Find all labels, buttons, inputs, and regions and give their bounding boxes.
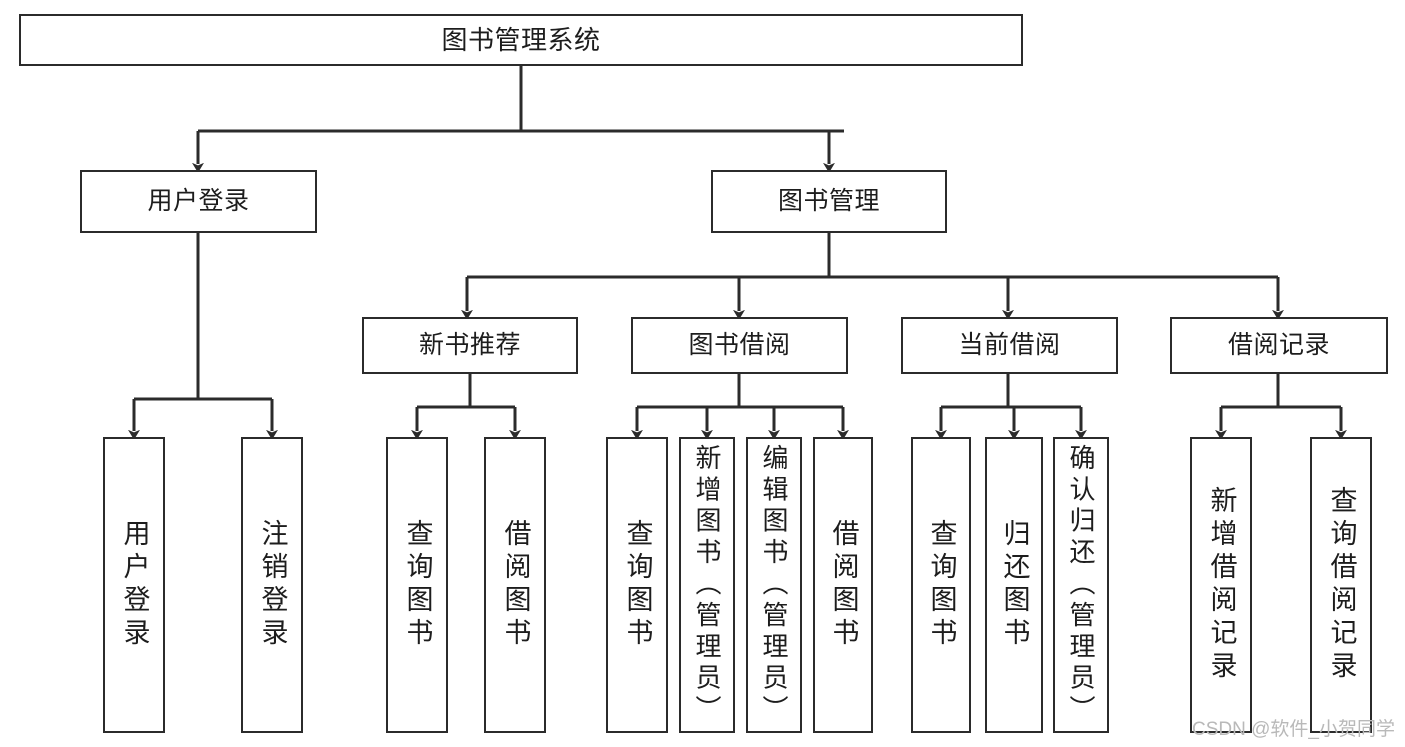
node-leaf-confirm-return-label: 确认归还（管理员）: [1066, 443, 1096, 727]
node-leaf-borrow-book-1[interactable]: 借阅图书: [484, 437, 546, 733]
node-leaf-query-book-1[interactable]: 查询图书: [386, 437, 448, 733]
node-leaf-query-book-2-label: 查询图书: [622, 519, 653, 651]
node-borrow-record-label: 借阅记录: [1227, 330, 1330, 359]
node-current-borrow-label: 当前借阅: [958, 330, 1061, 359]
node-leaf-borrow-book-1-label: 借阅图书: [500, 519, 531, 651]
node-leaf-borrow-book-2-label: 借阅图书: [828, 519, 859, 651]
node-new-book-recommend-label: 新书推荐: [418, 330, 521, 359]
node-user-login[interactable]: 用户登录: [80, 170, 317, 233]
node-leaf-confirm-return[interactable]: 确认归还（管理员）: [1053, 437, 1109, 733]
node-leaf-add-record-label: 新增借阅记录: [1206, 486, 1237, 684]
node-leaf-query-record[interactable]: 查询借阅记录: [1310, 437, 1372, 733]
node-leaf-query-book-2[interactable]: 查询图书: [606, 437, 668, 733]
node-borrow-record[interactable]: 借阅记录: [1170, 317, 1388, 374]
node-new-book-recommend[interactable]: 新书推荐: [362, 317, 578, 374]
node-leaf-return-book-label: 归还图书: [999, 519, 1030, 651]
node-leaf-query-book-3[interactable]: 查询图书: [911, 437, 971, 733]
node-root-label: 图书管理系统: [441, 24, 601, 55]
node-leaf-edit-book-label: 编辑图书（管理员）: [759, 443, 789, 727]
node-leaf-user-login[interactable]: 用户登录: [103, 437, 165, 733]
node-book-manage[interactable]: 图书管理: [711, 170, 947, 233]
node-book-borrow[interactable]: 图书借阅: [631, 317, 848, 374]
node-leaf-add-record[interactable]: 新增借阅记录: [1190, 437, 1252, 733]
node-leaf-query-book-1-label: 查询图书: [402, 519, 433, 651]
csdn-watermark: CSDN @软件_小贺同学: [1192, 719, 1395, 740]
node-user-login-label: 用户登录: [147, 186, 250, 215]
node-leaf-return-book[interactable]: 归还图书: [985, 437, 1043, 733]
node-leaf-borrow-book-2[interactable]: 借阅图书: [813, 437, 873, 733]
node-leaf-logout-login-label: 注销登录: [257, 519, 288, 651]
node-leaf-edit-book[interactable]: 编辑图书（管理员）: [746, 437, 802, 733]
node-leaf-logout-login[interactable]: 注销登录: [241, 437, 303, 733]
node-leaf-add-book-label: 新增图书（管理员）: [692, 443, 722, 727]
node-leaf-query-book-3-label: 查询图书: [926, 519, 957, 651]
node-leaf-user-login-label: 用户登录: [119, 519, 150, 651]
node-book-borrow-label: 图书借阅: [688, 330, 791, 359]
node-current-borrow[interactable]: 当前借阅: [901, 317, 1118, 374]
node-leaf-query-record-label: 查询借阅记录: [1326, 486, 1357, 684]
node-book-manage-label: 图书管理: [777, 186, 880, 215]
node-root[interactable]: 图书管理系统: [19, 14, 1023, 66]
node-leaf-add-book[interactable]: 新增图书（管理员）: [679, 437, 735, 733]
